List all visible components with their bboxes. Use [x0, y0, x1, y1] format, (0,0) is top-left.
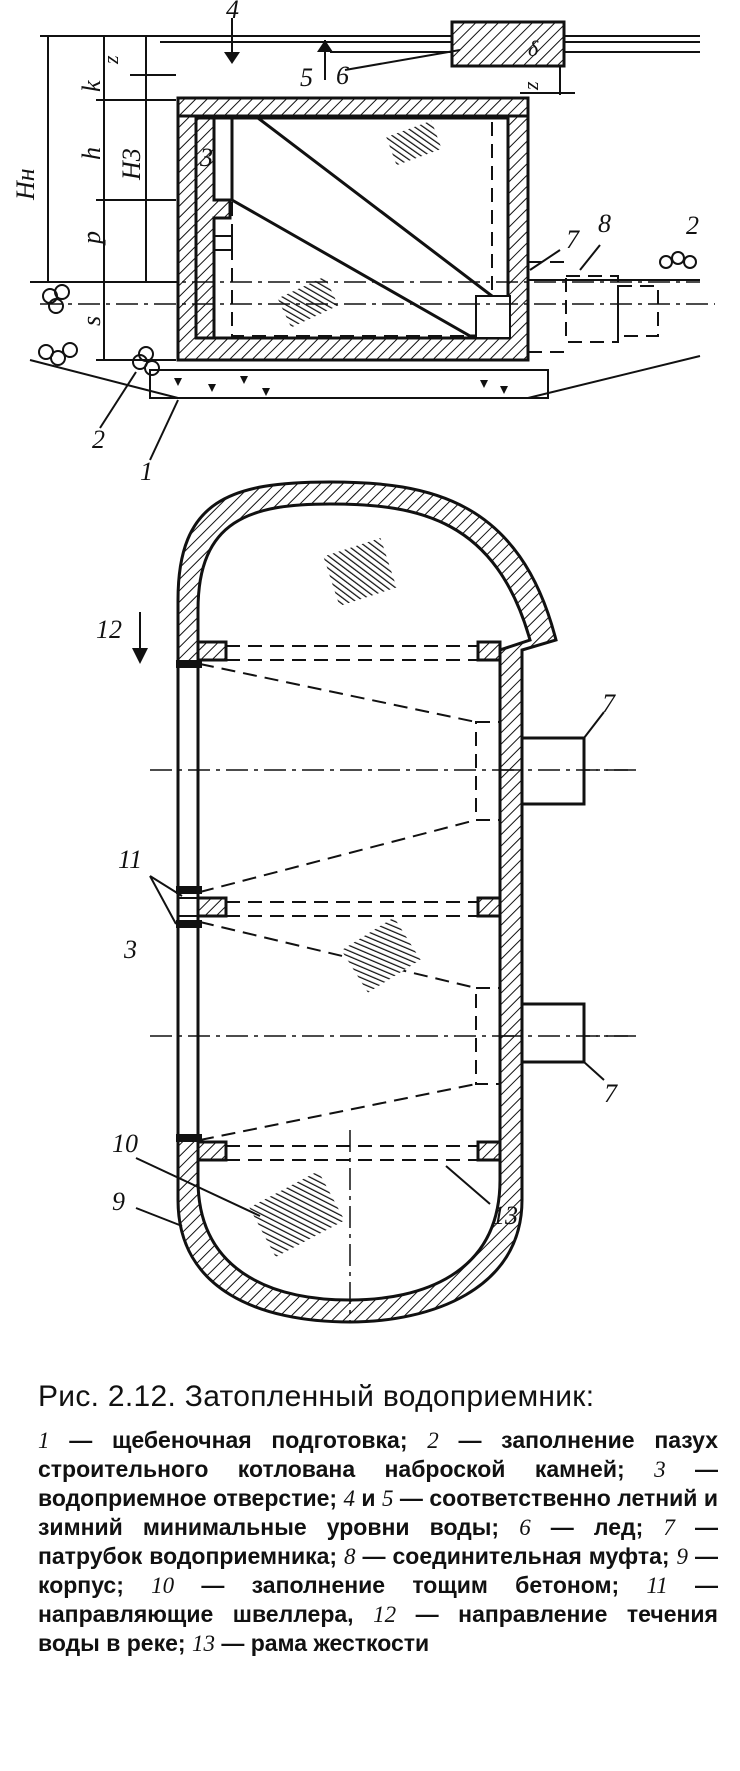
legend-text: — заполнение тощим бетоном; [174, 1572, 647, 1598]
stone-fill-left [38, 284, 160, 376]
legend-text: — направление течения воды в реке; [38, 1601, 718, 1656]
section-view: δ 4 5 6 [11, 0, 715, 486]
legend-number: 12 [373, 1602, 397, 1627]
legend-text: — корпус; [38, 1543, 718, 1598]
callout-9: 9 [112, 1187, 125, 1216]
callout-13: 13 [492, 1201, 518, 1230]
callout-1: 1 [140, 457, 153, 486]
crushed-stone-bed [149, 369, 549, 399]
legend-number: 11 [646, 1573, 668, 1598]
legend-text: — водоприемное отверстие; [38, 1456, 719, 1511]
plan-view: 12 7 11 3 7 10 9 13 [96, 480, 640, 1324]
dim-h3: H3 [117, 148, 146, 181]
legend-text: — патрубок водоприемника; [38, 1514, 718, 1569]
legend-number: 10 [151, 1573, 175, 1598]
legend-number: 8 [344, 1544, 356, 1569]
dim-s: s [77, 316, 106, 326]
dim-p: p [77, 231, 106, 246]
legend-text: — рама жесткости [214, 1630, 430, 1656]
figure-caption: Рис. 2.12. Затопленный водоприемник: 1 —… [38, 1380, 718, 1658]
outlet-pipe-upper [520, 736, 586, 806]
callout-4: 4 [226, 0, 239, 24]
callout-11: 11 [118, 845, 142, 874]
callout-5: 5 [300, 63, 313, 92]
legend-text: — лед; [530, 1514, 664, 1540]
callout-7-plan-lower: 7 [604, 1079, 618, 1108]
ice-block [450, 20, 566, 68]
legend-text: — направляющие швеллера, [38, 1572, 718, 1627]
legend-number: 1 [38, 1428, 50, 1453]
callout-6: 6 [336, 61, 349, 90]
legend-number: 13 [191, 1631, 215, 1656]
legend-text: — соединительная муфта; [355, 1543, 677, 1569]
callout-12: 12 [96, 615, 122, 644]
dim-k: k [77, 80, 106, 92]
legend-text: — щебеночная подготовка; [49, 1427, 428, 1453]
dim-h: h [77, 147, 106, 160]
stone-fill-right [659, 251, 697, 269]
legend-text: — соответственно летний и зимний минимал… [38, 1485, 718, 1540]
legend-number: 5 [382, 1486, 394, 1511]
dim-hn: Hн [11, 168, 40, 201]
legend-number: 3 [654, 1457, 666, 1482]
caption-legend: 1 — щебеночная подготовка; 2 — заполнени… [38, 1426, 718, 1658]
guide-channels [176, 660, 202, 1142]
callout-10: 10 [112, 1129, 138, 1158]
callout-7-section: 7 [566, 225, 580, 254]
legend-number: 7 [663, 1515, 675, 1540]
legend-number: 6 [519, 1515, 531, 1540]
legend-text: и [354, 1485, 382, 1511]
callout-8: 8 [598, 209, 611, 238]
intake-opening [176, 660, 200, 1142]
legend-number: 4 [343, 1486, 355, 1511]
legend-number: 2 [427, 1428, 439, 1453]
svg-text:δ: δ [528, 36, 539, 61]
caption-title: Рис. 2.12. Затопленный водоприемник: [38, 1380, 595, 1413]
callout-2-right: 2 [686, 211, 699, 240]
callout-2-left: 2 [92, 425, 105, 454]
dim-z-right: z [518, 81, 543, 91]
callout-3-section: 3 [199, 143, 213, 172]
legend-text: — заполнение пазух строительного котлова… [38, 1427, 719, 1482]
dim-z-top: z [98, 55, 123, 65]
outlet-pipe-lower [520, 1002, 586, 1064]
callout-7-plan-upper: 7 [602, 689, 616, 718]
intake-drawing: δ 4 5 6 [11, 0, 715, 1324]
legend-number: 9 [676, 1544, 689, 1569]
callout-3-plan: 3 [123, 935, 137, 964]
